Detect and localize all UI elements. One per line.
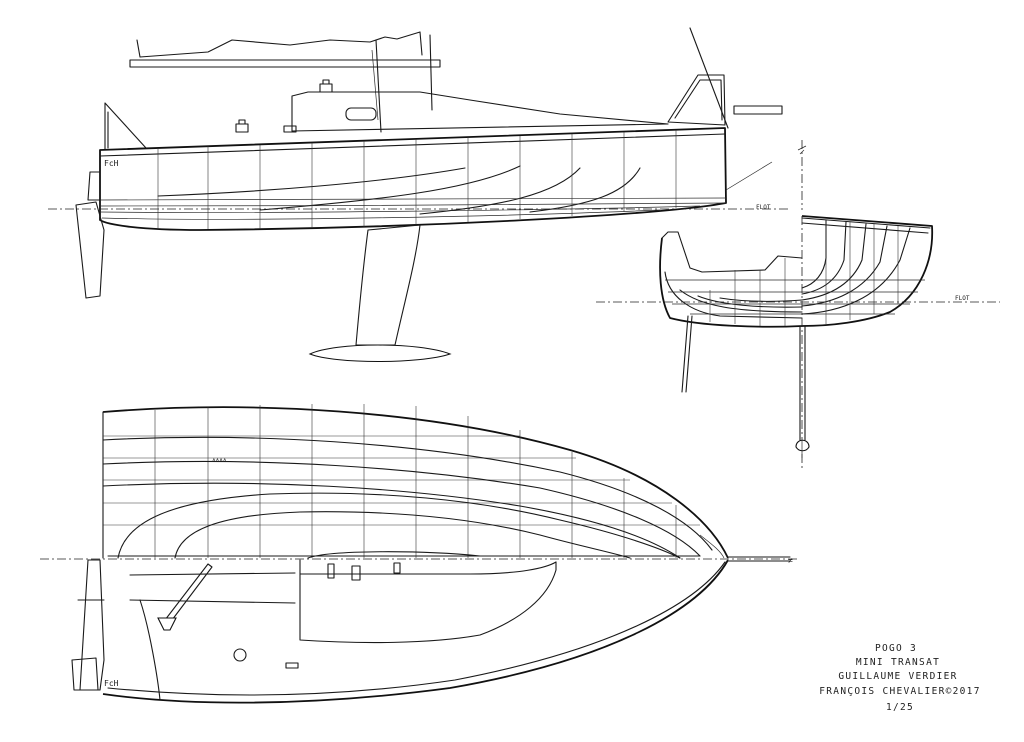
waterline-label-body: FLOT <box>955 295 970 302</box>
initials-plan: FcH <box>104 679 119 688</box>
keel <box>308 224 452 363</box>
coachroof <box>235 79 669 133</box>
plan-view: ʌʌʌʌ FcH ≠ <box>40 404 800 704</box>
bow-pulpit <box>667 74 783 126</box>
initials-side: FcH <box>104 159 119 168</box>
centerline-end-mark: ≠ <box>788 556 793 565</box>
boom <box>129 31 441 111</box>
stern-pulpit <box>104 102 147 151</box>
title-block: POGO 3 MINI TRANSAT GUILLAUME VERDIER FR… <box>819 643 980 713</box>
title-line-2: MINI TRANSAT <box>856 657 940 668</box>
hull-profile <box>87 127 773 231</box>
waterline-label-side: FLOT <box>756 204 771 211</box>
title-line-1: POGO 3 <box>875 643 917 654</box>
title-line-5: 1/25 <box>886 702 914 713</box>
body-plan: FLOT <box>596 215 1000 468</box>
profile-view: FcH FLOT <box>48 27 807 363</box>
title-line-4: FRANÇOIS CHEVALIER©2017 <box>819 686 980 697</box>
rudder <box>75 201 105 299</box>
plan-tick: ʌʌʌʌ <box>212 457 227 464</box>
title-line-3: GUILLAUME VERDIER <box>838 671 957 682</box>
mast <box>371 39 382 133</box>
